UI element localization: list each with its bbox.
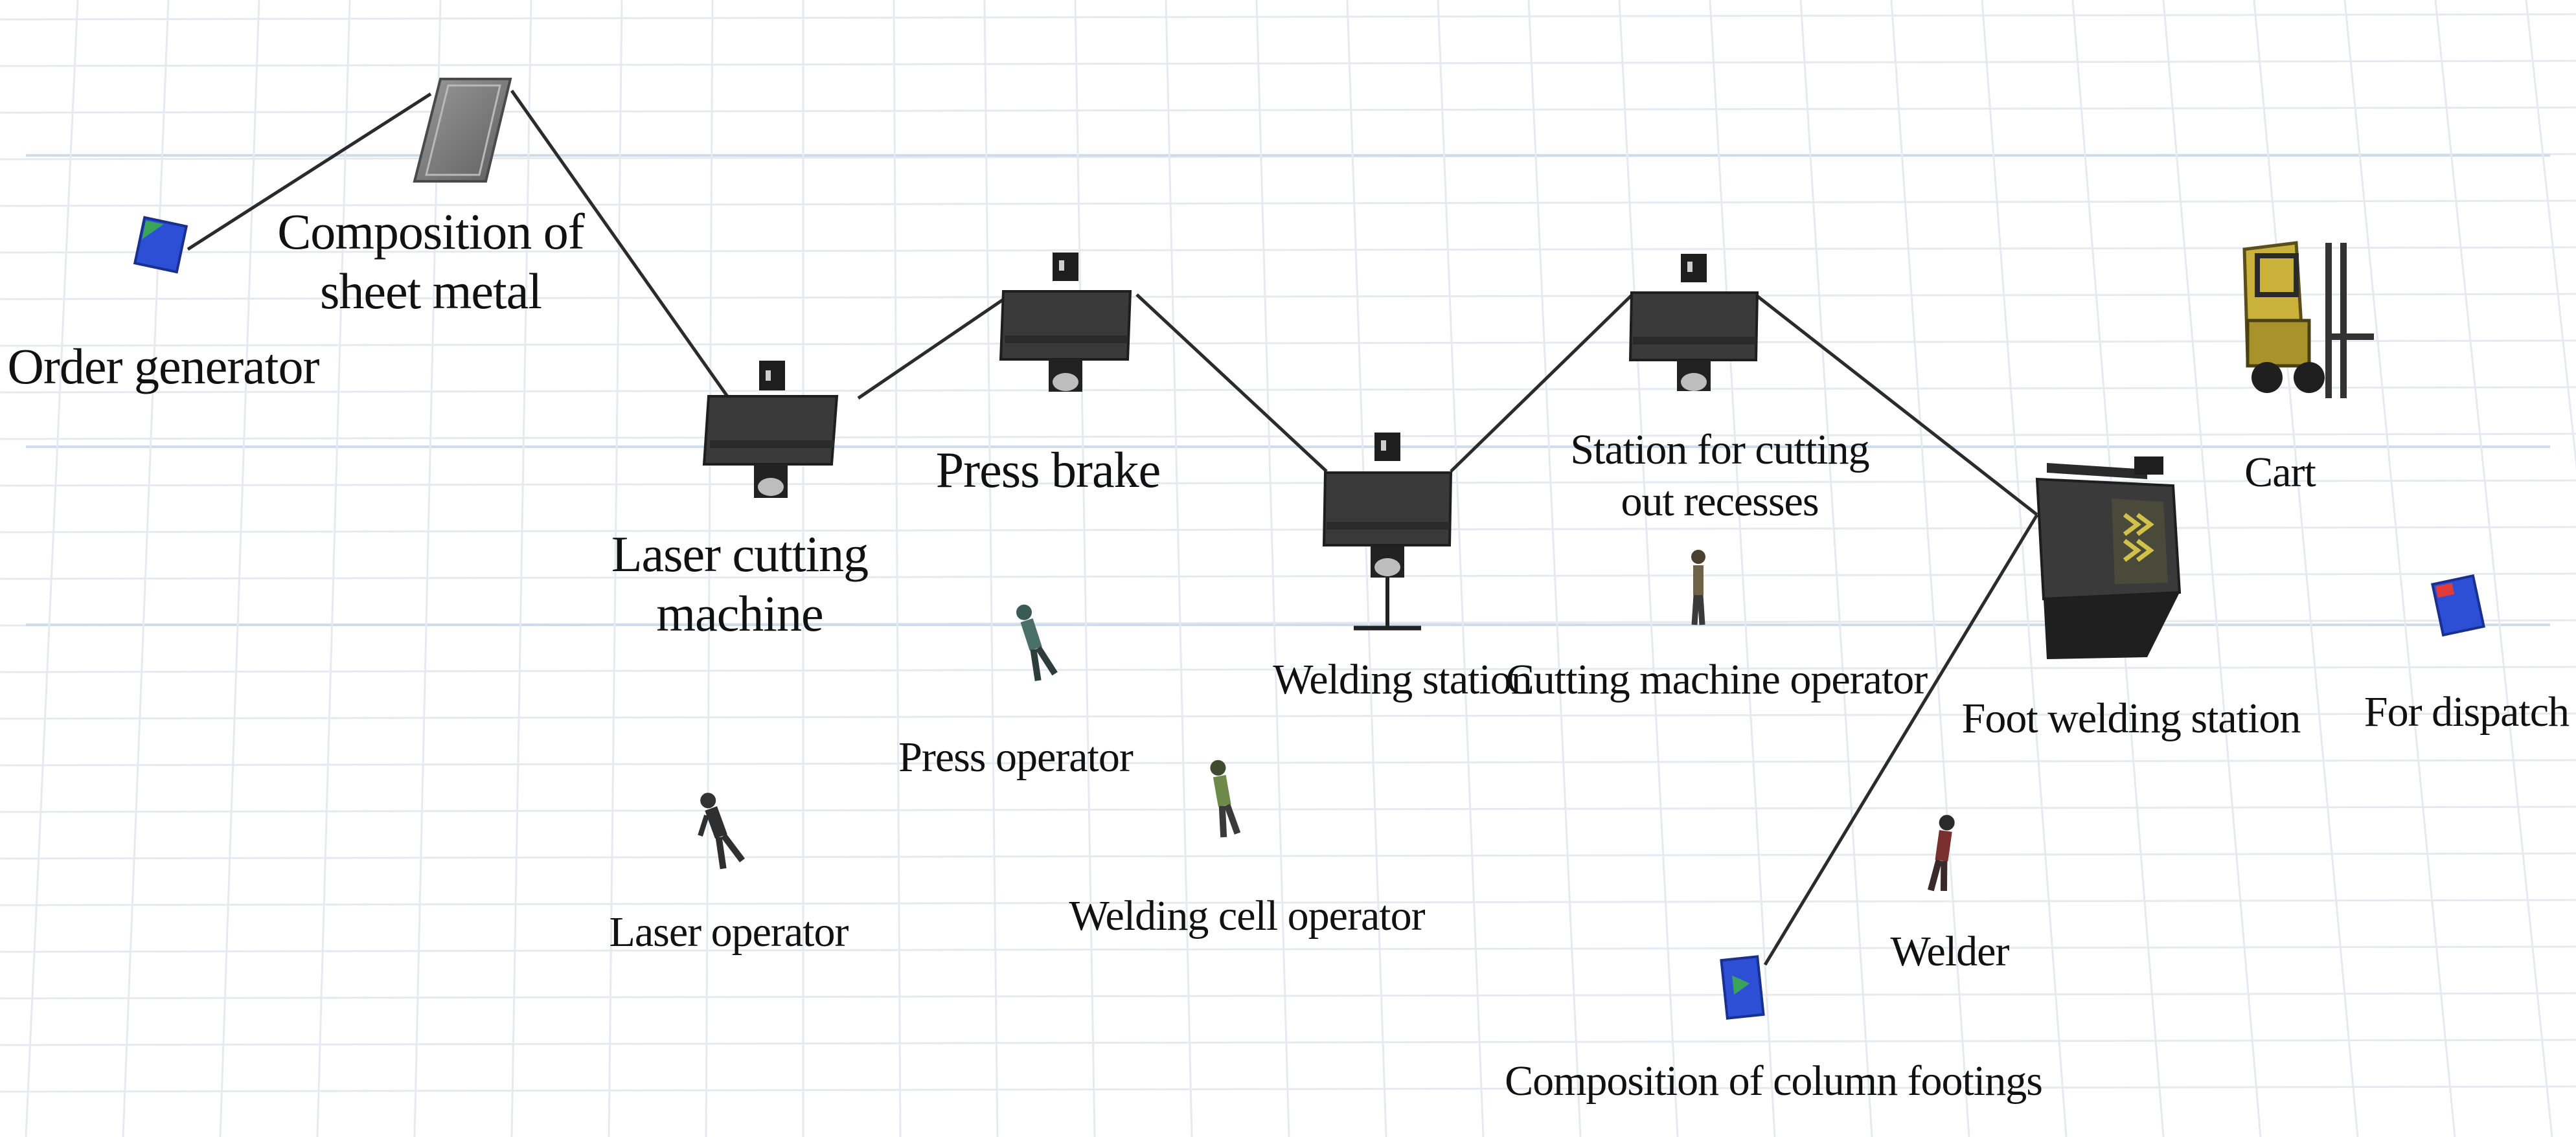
- laser-operator-icon[interactable]: [687, 789, 746, 872]
- label-composition-column-footings: Composition of column footings: [1505, 1057, 2043, 1105]
- label-welding-station: Welding station: [1273, 656, 1532, 703]
- grid-line: [0, 199, 2576, 207]
- connector-welding-to-cutting: [1450, 293, 1634, 473]
- connector-footings-to-foot: [1763, 513, 2039, 966]
- grid-line: [0, 852, 2576, 860]
- grid-line: [0, 945, 2576, 953]
- label-cutting-machine-operator: Cutting machine operator: [1505, 656, 1928, 703]
- grid-line: [705, 0, 714, 1137]
- label-laser-cutting-machine-line2: machine: [656, 585, 823, 642]
- connector-press-to-welding: [1135, 293, 1328, 473]
- label-composition-sheet-metal-line1: Composition of: [277, 203, 585, 260]
- label-laser-operator: Laser operator: [609, 908, 849, 956]
- connector-order-to-sheet: [187, 92, 432, 251]
- label-station-cutting-recesses: Station for cutting out recesses: [1570, 424, 1869, 528]
- grid-line: [316, 0, 351, 1137]
- laser-cutting-machine-icon[interactable]: [702, 361, 839, 498]
- label-station-cutting-recesses-line1: Station for cutting: [1570, 426, 1869, 473]
- grid-line: [0, 805, 2576, 813]
- recess-cutting-station-icon[interactable]: [1628, 254, 1759, 391]
- welder-icon[interactable]: [1928, 814, 1955, 892]
- label-order-generator: Order generator: [7, 338, 320, 394]
- grid-line: [413, 0, 442, 1137]
- grid-line: [0, 13, 2576, 21]
- label-composition-sheet-metal-line2: sheet metal: [319, 263, 542, 319]
- sheet-metal-store-icon[interactable]: [413, 78, 512, 183]
- order-generator-icon[interactable]: [133, 216, 188, 274]
- grid-line: [0, 60, 2576, 67]
- grid-line: [2253, 0, 2359, 1137]
- welding-station-icon[interactable]: [1322, 433, 1453, 631]
- label-station-cutting-recesses-line2: out recesses: [1621, 478, 1819, 525]
- cutting-machine-operator-icon[interactable]: [1691, 550, 1705, 625]
- grid-line: [510, 0, 532, 1137]
- label-press-operator: Press operator: [898, 734, 1134, 781]
- for-dispatch-sink-icon[interactable]: [2431, 574, 2485, 637]
- label-for-dispatch: For dispatch: [2364, 688, 2570, 736]
- grid-line: [1799, 0, 1873, 1137]
- grid-line: [1346, 0, 1387, 1137]
- grid-line: [0, 1039, 2576, 1046]
- grid-line: [0, 526, 2576, 534]
- grid-line: [1074, 0, 1096, 1137]
- connector-sheet-to-laser: [510, 89, 731, 400]
- label-welding-cell-operator: Welding cell operator: [1069, 892, 1425, 940]
- grid-line: [2343, 0, 2456, 1137]
- column-footings-source-icon[interactable]: [1720, 955, 1765, 1020]
- grid-line: [0, 759, 2576, 767]
- grid-line: [1981, 0, 2068, 1137]
- connector-cutting-to-foot: [1754, 293, 2038, 516]
- press-brake-icon[interactable]: [999, 253, 1132, 392]
- label-foot-welding-station: Foot welding station: [1961, 695, 2301, 742]
- grid-line: [0, 712, 2576, 720]
- forklift-icon[interactable]: [2242, 241, 2374, 398]
- grid-line: [122, 0, 170, 1137]
- press-operator-icon[interactable]: [1014, 602, 1058, 681]
- label-composition-sheet-metal: Composition of sheet metal: [277, 202, 585, 321]
- grid-line: [1709, 0, 1776, 1137]
- grid-line: [0, 572, 2576, 580]
- label-welder: Welder: [1890, 928, 2010, 975]
- grid-line: [0, 992, 2576, 1000]
- grid-line: [893, 0, 902, 1137]
- connector-laser-to-press: [857, 293, 1012, 400]
- grid-line: [2162, 0, 2262, 1137]
- grid-line: [0, 386, 2576, 394]
- foot-welding-station-icon[interactable]: [2035, 456, 2182, 659]
- grid-line: [0, 479, 2576, 487]
- grid-line: [0, 293, 2576, 300]
- grid-line: [1890, 0, 1970, 1137]
- grid-line: [1437, 0, 1485, 1137]
- grid-line: [983, 0, 999, 1137]
- grid-line: [2434, 0, 2553, 1137]
- grid-line: [608, 0, 623, 1137]
- grid-line: [0, 106, 2576, 114]
- grid-line: [0, 666, 2576, 673]
- label-laser-cutting-machine: Laser cutting machine: [611, 524, 869, 644]
- label-press-brake: Press brake: [935, 442, 1161, 498]
- grid-line: [219, 0, 260, 1137]
- grid-line: [2525, 0, 2576, 470]
- label-cart: Cart: [2244, 449, 2316, 496]
- grid-line: [1527, 0, 1582, 1137]
- grid-line: [1618, 0, 1679, 1137]
- grid-line: [0, 246, 2576, 254]
- grid-line: [1255, 0, 1290, 1137]
- grid-line: [0, 899, 2576, 906]
- grid-line: [25, 0, 79, 1137]
- welding-cell-operator-icon[interactable]: [1209, 759, 1241, 838]
- flow-connectors: [187, 89, 2039, 966]
- grid-line: [1165, 0, 1193, 1137]
- label-laser-cutting-machine-line1: Laser cutting: [611, 526, 869, 582]
- grid-line: [0, 339, 2576, 347]
